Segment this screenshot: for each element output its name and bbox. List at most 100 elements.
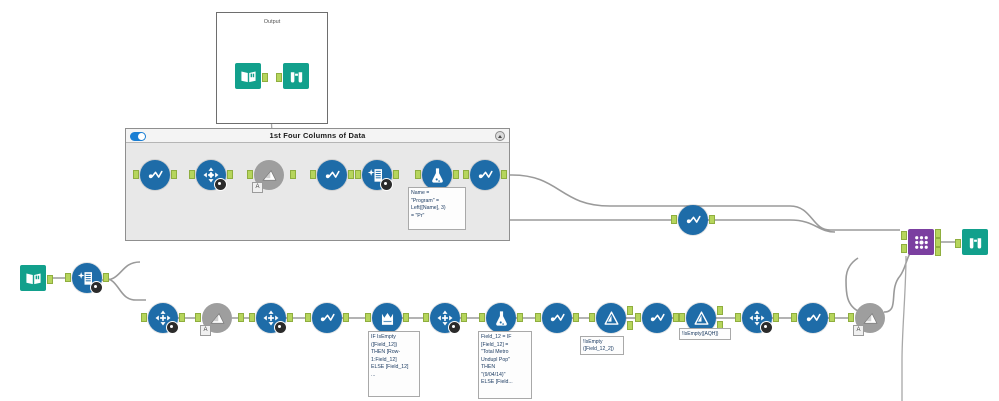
output-anchor[interactable] xyxy=(179,313,185,322)
gear-icon xyxy=(90,281,103,294)
output-anchor[interactable] xyxy=(673,313,679,322)
transpose-tool[interactable] xyxy=(141,303,185,334)
select-tool[interactable] xyxy=(535,303,579,333)
input-anchor[interactable] xyxy=(848,313,854,322)
input-anchor[interactable] xyxy=(635,313,641,322)
select-checkmark-icon xyxy=(678,205,708,235)
input-anchor[interactable] xyxy=(189,170,195,179)
formula-tool[interactable] xyxy=(479,303,523,333)
left-input-anchor[interactable] xyxy=(901,231,907,240)
collapse-container-button[interactable] xyxy=(495,131,505,141)
output-anchor[interactable] xyxy=(171,170,177,179)
output-anchor[interactable] xyxy=(262,73,268,82)
output-anchor[interactable] xyxy=(517,313,523,322)
input-anchor[interactable] xyxy=(65,273,71,282)
input-anchor[interactable] xyxy=(479,313,485,322)
output-anchor[interactable] xyxy=(287,313,293,322)
output-anchor[interactable] xyxy=(573,313,579,322)
filter-annotation: !IsEmpty([AQH]) xyxy=(679,328,731,340)
input-anchor[interactable] xyxy=(276,73,282,82)
select-tool[interactable] xyxy=(671,205,715,235)
tool-warning-marker: A xyxy=(200,325,211,336)
transpose-tool[interactable] xyxy=(189,160,233,191)
select-tool[interactable] xyxy=(133,160,177,190)
browse-tool[interactable] xyxy=(276,63,309,89)
multi-row-formula-tool[interactable] xyxy=(365,303,409,333)
container-enable-toggle[interactable] xyxy=(130,132,146,141)
output-anchor[interactable] xyxy=(290,170,296,179)
input-anchor[interactable] xyxy=(423,313,429,322)
transpose-tool[interactable] xyxy=(735,303,779,334)
browse-tool[interactable] xyxy=(955,229,988,255)
input-anchor[interactable] xyxy=(247,170,253,179)
output-anchor[interactable] xyxy=(461,313,467,322)
input-anchor[interactable] xyxy=(735,313,741,322)
output-anchor[interactable] xyxy=(227,170,233,179)
input-anchor[interactable] xyxy=(305,313,311,322)
input-anchor[interactable] xyxy=(355,170,361,179)
join-tool[interactable] xyxy=(901,229,941,256)
binoculars-icon xyxy=(969,237,981,249)
sort-funnel-icon xyxy=(261,169,276,181)
input-anchor[interactable] xyxy=(955,239,961,248)
output-container[interactable]: Output xyxy=(216,12,328,124)
output-anchor[interactable] xyxy=(709,215,715,224)
gear-icon xyxy=(214,178,227,191)
input-anchor[interactable] xyxy=(310,170,316,179)
input-anchor[interactable] xyxy=(791,313,797,322)
input-anchor[interactable] xyxy=(141,313,147,322)
input-anchor[interactable] xyxy=(589,313,595,322)
input-data-tool[interactable] xyxy=(20,265,53,291)
select-tool[interactable] xyxy=(463,160,507,190)
true-output-anchor[interactable] xyxy=(717,306,723,315)
tool-container-header: 1st Four Columns of Data xyxy=(126,129,509,143)
output-anchor[interactable] xyxy=(829,313,835,322)
input-anchor[interactable] xyxy=(679,313,685,322)
filter-tool[interactable] xyxy=(589,303,633,333)
right-output-anchor[interactable] xyxy=(935,247,941,256)
tool-warning-marker: A xyxy=(853,325,864,336)
sort-tool[interactable] xyxy=(202,303,232,333)
input-anchor[interactable] xyxy=(365,313,371,322)
input-anchor[interactable] xyxy=(671,215,677,224)
select-tool[interactable] xyxy=(791,303,835,333)
output-anchor[interactable] xyxy=(453,170,459,179)
select-checkmark-icon xyxy=(312,303,342,333)
input-anchor[interactable] xyxy=(133,170,139,179)
formula-tool[interactable] xyxy=(415,160,459,190)
output-anchor[interactable] xyxy=(403,313,409,322)
left-output-anchor[interactable] xyxy=(935,229,941,238)
right-input-anchor[interactable] xyxy=(901,244,907,253)
join-output-anchor[interactable] xyxy=(935,238,941,247)
output-anchor[interactable] xyxy=(348,170,354,179)
false-output-anchor[interactable] xyxy=(627,321,633,330)
input-anchor[interactable] xyxy=(195,313,201,322)
output-anchor[interactable] xyxy=(238,313,244,322)
output-anchor[interactable] xyxy=(103,273,109,282)
transpose-tool[interactable] xyxy=(423,303,467,334)
input-anchor[interactable] xyxy=(415,170,421,179)
formula-annotation: Field_12 = IF [Field_12] = "Total Metro … xyxy=(478,331,532,399)
select-tool[interactable] xyxy=(310,160,354,190)
sort-tool[interactable] xyxy=(254,160,284,190)
output-anchor[interactable] xyxy=(773,313,779,322)
select-checkmark-icon xyxy=(140,160,170,190)
input-anchor[interactable] xyxy=(463,170,469,179)
select-tool[interactable] xyxy=(635,303,679,333)
data-cleansing-tool[interactable] xyxy=(65,263,109,294)
data-cleansing-tool[interactable] xyxy=(355,160,399,191)
select-tool[interactable] xyxy=(305,303,349,333)
input-anchor[interactable] xyxy=(535,313,541,322)
output-anchor[interactable] xyxy=(343,313,349,322)
true-output-anchor[interactable] xyxy=(627,306,633,315)
input-anchor[interactable] xyxy=(249,313,255,322)
book-icon xyxy=(240,71,256,82)
output-anchor[interactable] xyxy=(501,170,507,179)
transpose-tool[interactable] xyxy=(249,303,293,334)
select-checkmark-icon xyxy=(542,303,572,333)
input-data-tool[interactable] xyxy=(235,63,268,89)
gear-icon xyxy=(448,321,461,334)
output-anchor[interactable] xyxy=(47,275,53,284)
output-anchor[interactable] xyxy=(393,170,399,179)
